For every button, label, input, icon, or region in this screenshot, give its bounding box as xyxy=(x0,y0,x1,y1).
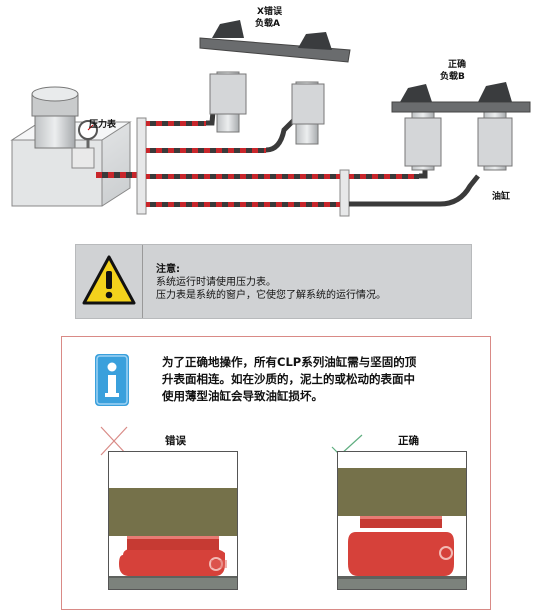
caution-line-2: 压力表是系统的窗户，它使您了解系统的运行情况。 xyxy=(156,290,386,301)
load-x-label-2: 负载A xyxy=(255,19,280,29)
pump-unit xyxy=(10,86,132,207)
wrong-label: 错误 xyxy=(165,435,186,447)
cylinder-label: 油缸 xyxy=(492,192,511,202)
info-line-3: 使用薄型油缸会导致油缸损坏。 xyxy=(162,389,323,403)
load-ok-label-2: 负载B xyxy=(440,72,465,82)
load-ok-label-1: 正确 xyxy=(448,60,467,70)
caution-text: 注意: 系统运行时请使用压力表。 压力表是系统的窗户，它使您了解系统的运行情况。 xyxy=(156,263,386,302)
right-panel xyxy=(337,451,467,590)
gauge-label: 压力表 xyxy=(89,120,117,130)
caution-box: 注意: 系统运行时请使用压力表。 压力表是系统的窗户，它使您了解系统的运行情况。 xyxy=(75,244,472,319)
wrong-cross-icon xyxy=(100,426,128,456)
right-label: 正确 xyxy=(398,435,419,447)
caution-title: 注意: xyxy=(156,264,180,275)
wrong-setup xyxy=(199,20,351,145)
info-line-1: 为了正确地操作，所有CLP系列油缸需与坚固的顶 xyxy=(162,355,417,369)
info-line-2: 升表面相连。如在沙质的，泥土的或松动的表面中 xyxy=(162,372,415,386)
pump-hose xyxy=(96,172,138,178)
caution-line-1: 系统运行时请使用压力表。 xyxy=(156,277,276,288)
wrong-panel xyxy=(108,451,238,590)
caution-icon-box xyxy=(76,245,143,318)
load-x-label-1: X错误 xyxy=(257,7,282,17)
right-cylinder-illustration xyxy=(338,468,466,589)
right-setup xyxy=(391,82,531,171)
info-icon xyxy=(95,354,129,406)
info-box: 为了正确地操作，所有CLP系列油缸需与坚固的顶 升表面相连。如在沙质的，泥土的或… xyxy=(61,336,491,610)
pressure-gauge xyxy=(78,120,98,148)
hydraulic-system-diagram xyxy=(10,20,531,217)
wrong-cylinder-illustration xyxy=(109,488,237,589)
manifold xyxy=(136,117,350,217)
info-text: 为了正确地操作，所有CLP系列油缸需与坚固的顶 升表面相连。如在沙质的，泥土的或… xyxy=(162,354,462,405)
warning-triangle-icon xyxy=(82,255,136,305)
